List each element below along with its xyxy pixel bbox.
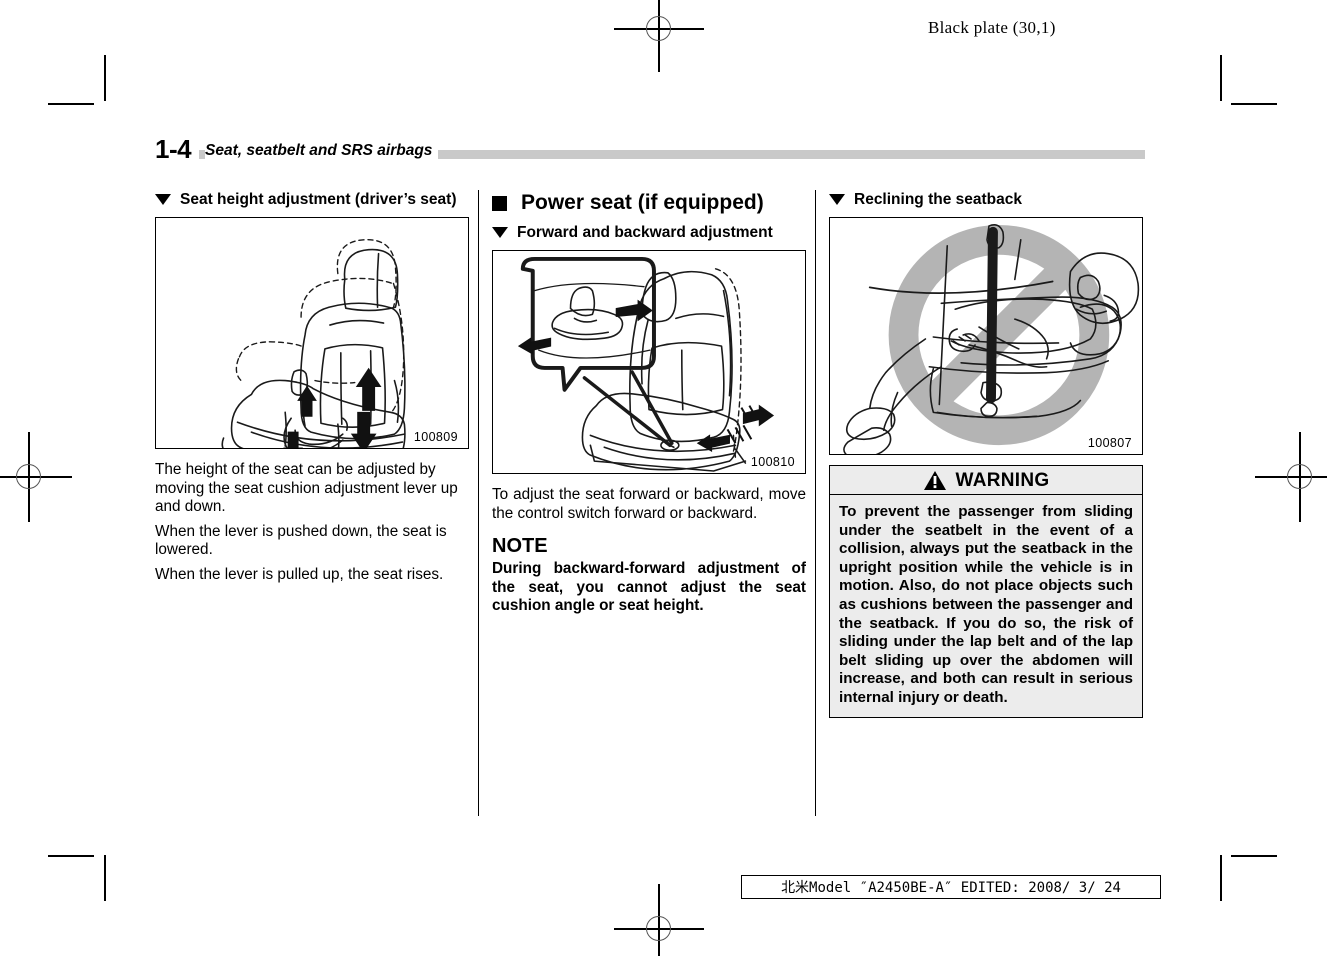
column-divider-1 [478,190,479,816]
heading-reclining-seatback: Reclining the seatback [829,190,1143,209]
note-text: During backward-forward adjustment of th… [492,560,806,615]
warning-text: To prevent the passenger from sliding un… [839,503,1133,706]
paragraph: To adjust the seat forward or backward, … [492,486,806,522]
running-head: 1-4 Seat, seatbelt and SRS airbags [155,134,1145,164]
heading-label: Seat height adjustment (driver’s seat) [180,191,457,208]
footer-edition-box: 北米Model ″A2450BE-A″ EDITED: 2008/ 3/ 24 [741,875,1161,899]
column-divider-2 [815,190,816,816]
content-columns: Seat height adjustment (driver’s seat) [155,190,1145,816]
page-number: 1-4 [155,134,192,164]
subheading-forward-backward-adjustment: Forward and backward adjustment [492,223,806,242]
crop-mark-top-left-horizontal [48,103,94,105]
crop-mark-bottom-right-horizontal [1231,855,1277,857]
figure-id: 100810 [748,455,797,469]
warning-box: WARNING To prevent the passenger from sl… [829,465,1143,718]
registration-mark-top [614,0,704,72]
figure-power-seat-control: 100810 [492,250,806,474]
warning-triangle-icon [923,470,946,490]
warning-header: WARNING [829,465,1143,495]
figure-reclined-passenger-prohibited: 100807 [829,217,1143,455]
paragraph: When the lever is pushed down, the seat … [155,522,447,559]
paragraph: The height of the seat can be adjusted b… [155,461,458,516]
figure-seat-height-adjustment: 100809 [155,217,469,449]
heading-seat-height-adjustment: Seat height adjustment (driver’s seat) [155,190,469,209]
heading-label: Power seat (if equipped) [521,191,764,214]
figure-id: 100807 [1085,436,1134,450]
registration-mark-left [0,432,72,522]
crop-mark-top-left-vertical [104,55,106,101]
warning-label: WARNING [955,469,1050,491]
crop-mark-top-right-horizontal [1231,103,1277,105]
subheading-label: Forward and backward adjustment [517,224,773,241]
black-plate-label: Black plate (30,1) [928,18,1056,37]
figure-id: 100809 [411,430,460,444]
triangle-down-icon [492,227,508,238]
paragraph: When the lever is pulled up, the seat ri… [155,565,444,583]
registration-mark-bottom [614,884,704,956]
column-seat-height-adjustment: Seat height adjustment (driver’s seat) [155,190,469,816]
column-reclining-seatback: Reclining the seatback [829,190,1143,816]
heading-label: Reclining the seatback [854,191,1022,208]
crop-mark-top-right-vertical [1220,55,1222,101]
triangle-down-icon [829,194,845,205]
crop-mark-bottom-left-vertical [104,855,106,901]
heading-power-seat: Power seat (if equipped) [492,190,806,215]
note-title: NOTE [492,535,548,558]
crop-mark-bottom-left-horizontal [48,855,94,857]
warning-body: To prevent the passenger from sliding un… [829,495,1143,718]
square-bullet-icon [492,196,512,211]
column-power-seat: Power seat (if equipped) Forward and bac… [492,190,806,816]
registration-mark-right [1255,432,1327,522]
footer-edition-text: 北米Model ″A2450BE-A″ EDITED: 2008/ 3/ 24 [781,880,1121,896]
crop-mark-bottom-right-vertical [1220,855,1222,901]
running-head-rule [199,150,1145,159]
chapter-title: Seat, seatbelt and SRS airbags [205,142,439,160]
triangle-down-icon [155,194,171,205]
